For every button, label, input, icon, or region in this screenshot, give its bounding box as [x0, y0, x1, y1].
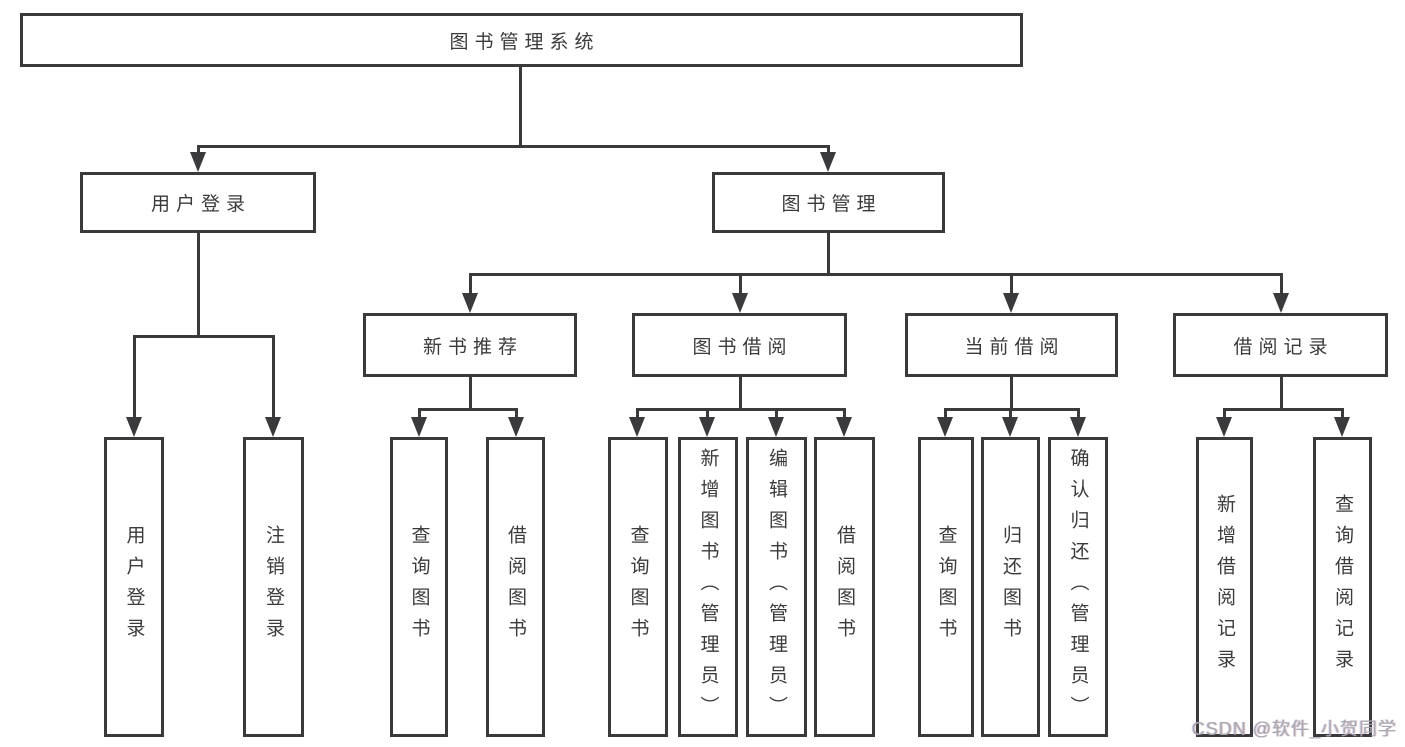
connector-line [1223, 408, 1226, 419]
arrow-down-icon [768, 417, 784, 437]
connector-line [843, 408, 846, 419]
connector-line [636, 408, 639, 419]
node-label: 借阅记录 [1233, 336, 1334, 358]
connector-line [1280, 377, 1283, 408]
node-current-borrowing: 当前借阅 [905, 313, 1118, 377]
connector-line [1010, 273, 1013, 295]
node-label: 注销登录 [263, 525, 284, 649]
node-root-library-system: 图书管理系统 [20, 13, 1023, 67]
node-label: 当前借阅 [964, 336, 1065, 358]
node-label: 用户登录 [123, 525, 145, 649]
arrow-down-icon [629, 417, 645, 437]
connector-line [739, 273, 742, 295]
connector-line [272, 335, 275, 419]
leaf-search-books-borrowing: 查询图书 [608, 437, 668, 737]
node-label: 确认归还（管理员） [1067, 447, 1089, 727]
arrow-down-icon [1002, 417, 1018, 437]
node-borrow-records: 借阅记录 [1173, 313, 1388, 377]
node-user-login: 用户登录 [80, 172, 316, 233]
connector-line [519, 67, 522, 145]
connector-line [775, 408, 778, 419]
arrow-down-icon [1070, 417, 1086, 437]
connector-line [739, 377, 742, 408]
arrow-down-icon [820, 152, 836, 172]
arrow-down-icon [732, 293, 748, 313]
leaf-edit-books-admin: 编辑图书（管理员） [746, 437, 807, 737]
node-label: 图书管理系统 [449, 31, 600, 53]
node-label: 编辑图书（管理员） [766, 447, 787, 727]
arrow-down-icon [411, 417, 427, 437]
node-label: 图书管理 [781, 194, 882, 215]
connector-line [706, 408, 709, 419]
node-label: 新增图书（管理员） [697, 447, 719, 727]
leaf-search-books-recommend: 查询图书 [390, 437, 448, 737]
connector-line [197, 233, 200, 335]
leaf-logout: 注销登录 [243, 437, 304, 737]
node-book-borrowing: 图书借阅 [632, 313, 847, 377]
connector-line [469, 273, 472, 295]
leaf-search-borrow-record: 查询借阅记录 [1313, 437, 1372, 737]
connector-line [1009, 408, 1012, 419]
arrow-down-icon [836, 417, 852, 437]
node-label: 图书借阅 [692, 336, 793, 358]
node-new-book-recommend: 新书推荐 [363, 313, 577, 377]
arrow-down-icon [508, 417, 524, 437]
connector-line [827, 145, 830, 155]
arrow-down-icon [699, 417, 715, 437]
leaf-add-borrow-record: 新增借阅记录 [1196, 437, 1253, 737]
leaf-borrow-books-recommend: 借阅图书 [486, 437, 545, 737]
connector-line [827, 232, 830, 273]
arrow-down-icon [126, 417, 142, 437]
leaf-add-books-admin: 新增图书（管理员） [678, 437, 738, 737]
node-label: 查询图书 [935, 525, 957, 649]
arrow-down-icon [1334, 417, 1350, 437]
arrow-down-icon [1216, 417, 1232, 437]
leaf-user-login: 用户登录 [104, 437, 164, 737]
connector-line [418, 408, 517, 411]
node-book-management: 图书管理 [712, 172, 945, 233]
connector-line [469, 273, 1283, 276]
connector-line [1077, 408, 1080, 419]
connector-line [636, 408, 845, 411]
connector-line [133, 335, 136, 419]
arrow-down-icon [265, 417, 281, 437]
node-label: 新书推荐 [422, 336, 523, 358]
connector-line [197, 145, 830, 148]
connector-line [515, 408, 518, 419]
connector-line [133, 335, 275, 338]
connector-line [944, 408, 947, 419]
connector-line [1280, 273, 1283, 295]
connector-line [1010, 377, 1013, 408]
node-label: 查询图书 [627, 525, 649, 649]
leaf-confirm-return-admin: 确认归还（管理员） [1048, 437, 1108, 737]
leaf-search-books-current: 查询图书 [918, 437, 974, 737]
node-label: 查询图书 [408, 525, 430, 649]
node-label: 新增借阅记录 [1214, 494, 1235, 680]
arrow-down-icon [937, 417, 953, 437]
leaf-borrow-books: 借阅图书 [814, 437, 875, 737]
node-label: 归还图书 [1000, 525, 1021, 649]
connector-line [1223, 408, 1344, 411]
connector-line [1341, 408, 1344, 419]
arrow-down-icon [1003, 293, 1019, 313]
arrow-down-icon [1273, 293, 1289, 313]
arrow-down-icon [190, 152, 206, 172]
node-label: 借阅图书 [834, 525, 855, 649]
csdn-watermark: CSDN @软件_小贺同学 [1191, 719, 1397, 739]
connector-line [469, 377, 472, 408]
leaf-return-books: 归还图书 [981, 437, 1040, 737]
node-label: 查询借阅记录 [1332, 494, 1353, 680]
connector-line [197, 145, 200, 155]
arrow-down-icon [462, 293, 478, 313]
node-label: 借阅图书 [505, 525, 526, 649]
connector-line [418, 408, 421, 419]
connector-line [944, 408, 1080, 411]
node-label: 用户登录 [150, 194, 251, 215]
